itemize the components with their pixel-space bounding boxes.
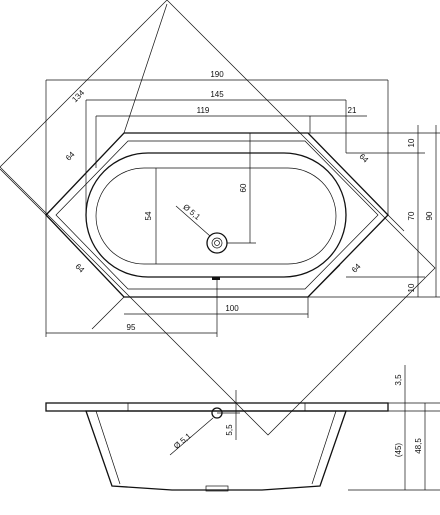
dim-overflow-offset: 5,5 [225,424,234,436]
dim-70: 70 [407,211,416,220]
dim-64-top-left: 64 [64,150,77,163]
dim-64-bottom-left: 64 [73,262,86,275]
dim-190: 190 [210,70,224,79]
diagonal-frame [0,0,436,436]
dim-134: 134 [70,88,86,104]
dim-drain-diameter: Ø 5,1 [181,202,202,222]
dim-64-top-right: 64 [357,152,370,165]
dim-water-depth: (45) [394,443,403,458]
dim-overflow-diameter: Ø 5,1 [172,431,193,451]
dim-64-bottom-right: 64 [350,262,363,275]
dim-60: 60 [239,183,248,192]
dim-rim-thickness: 3,5 [394,374,403,386]
dim-90: 90 [425,211,434,220]
dim-54: 54 [144,211,153,220]
tub-outer-outline [45,132,389,298]
basin-inner [95,167,337,265]
dim-rim-top: 10 [407,138,416,147]
side-body [85,410,347,491]
top-view: 190 145 119 21 134 64 64 64 64 54 60 Ø 5… [0,0,440,436]
dim-119: 119 [197,106,210,115]
tub-rim-outline [55,140,379,290]
side-rim [45,402,389,412]
overflow-marker [212,277,220,280]
side-drain [205,485,229,492]
dim-100: 100 [225,304,239,313]
dim-rim-bottom: 10 [407,283,416,292]
side-view: 5,5 Ø 5,1 3,5 (45) 48,5 [45,365,440,492]
dim-21: 21 [348,106,357,115]
dim-145: 145 [210,90,224,99]
dim-95: 95 [127,323,136,332]
dim-total-depth: 48,5 [414,438,423,454]
